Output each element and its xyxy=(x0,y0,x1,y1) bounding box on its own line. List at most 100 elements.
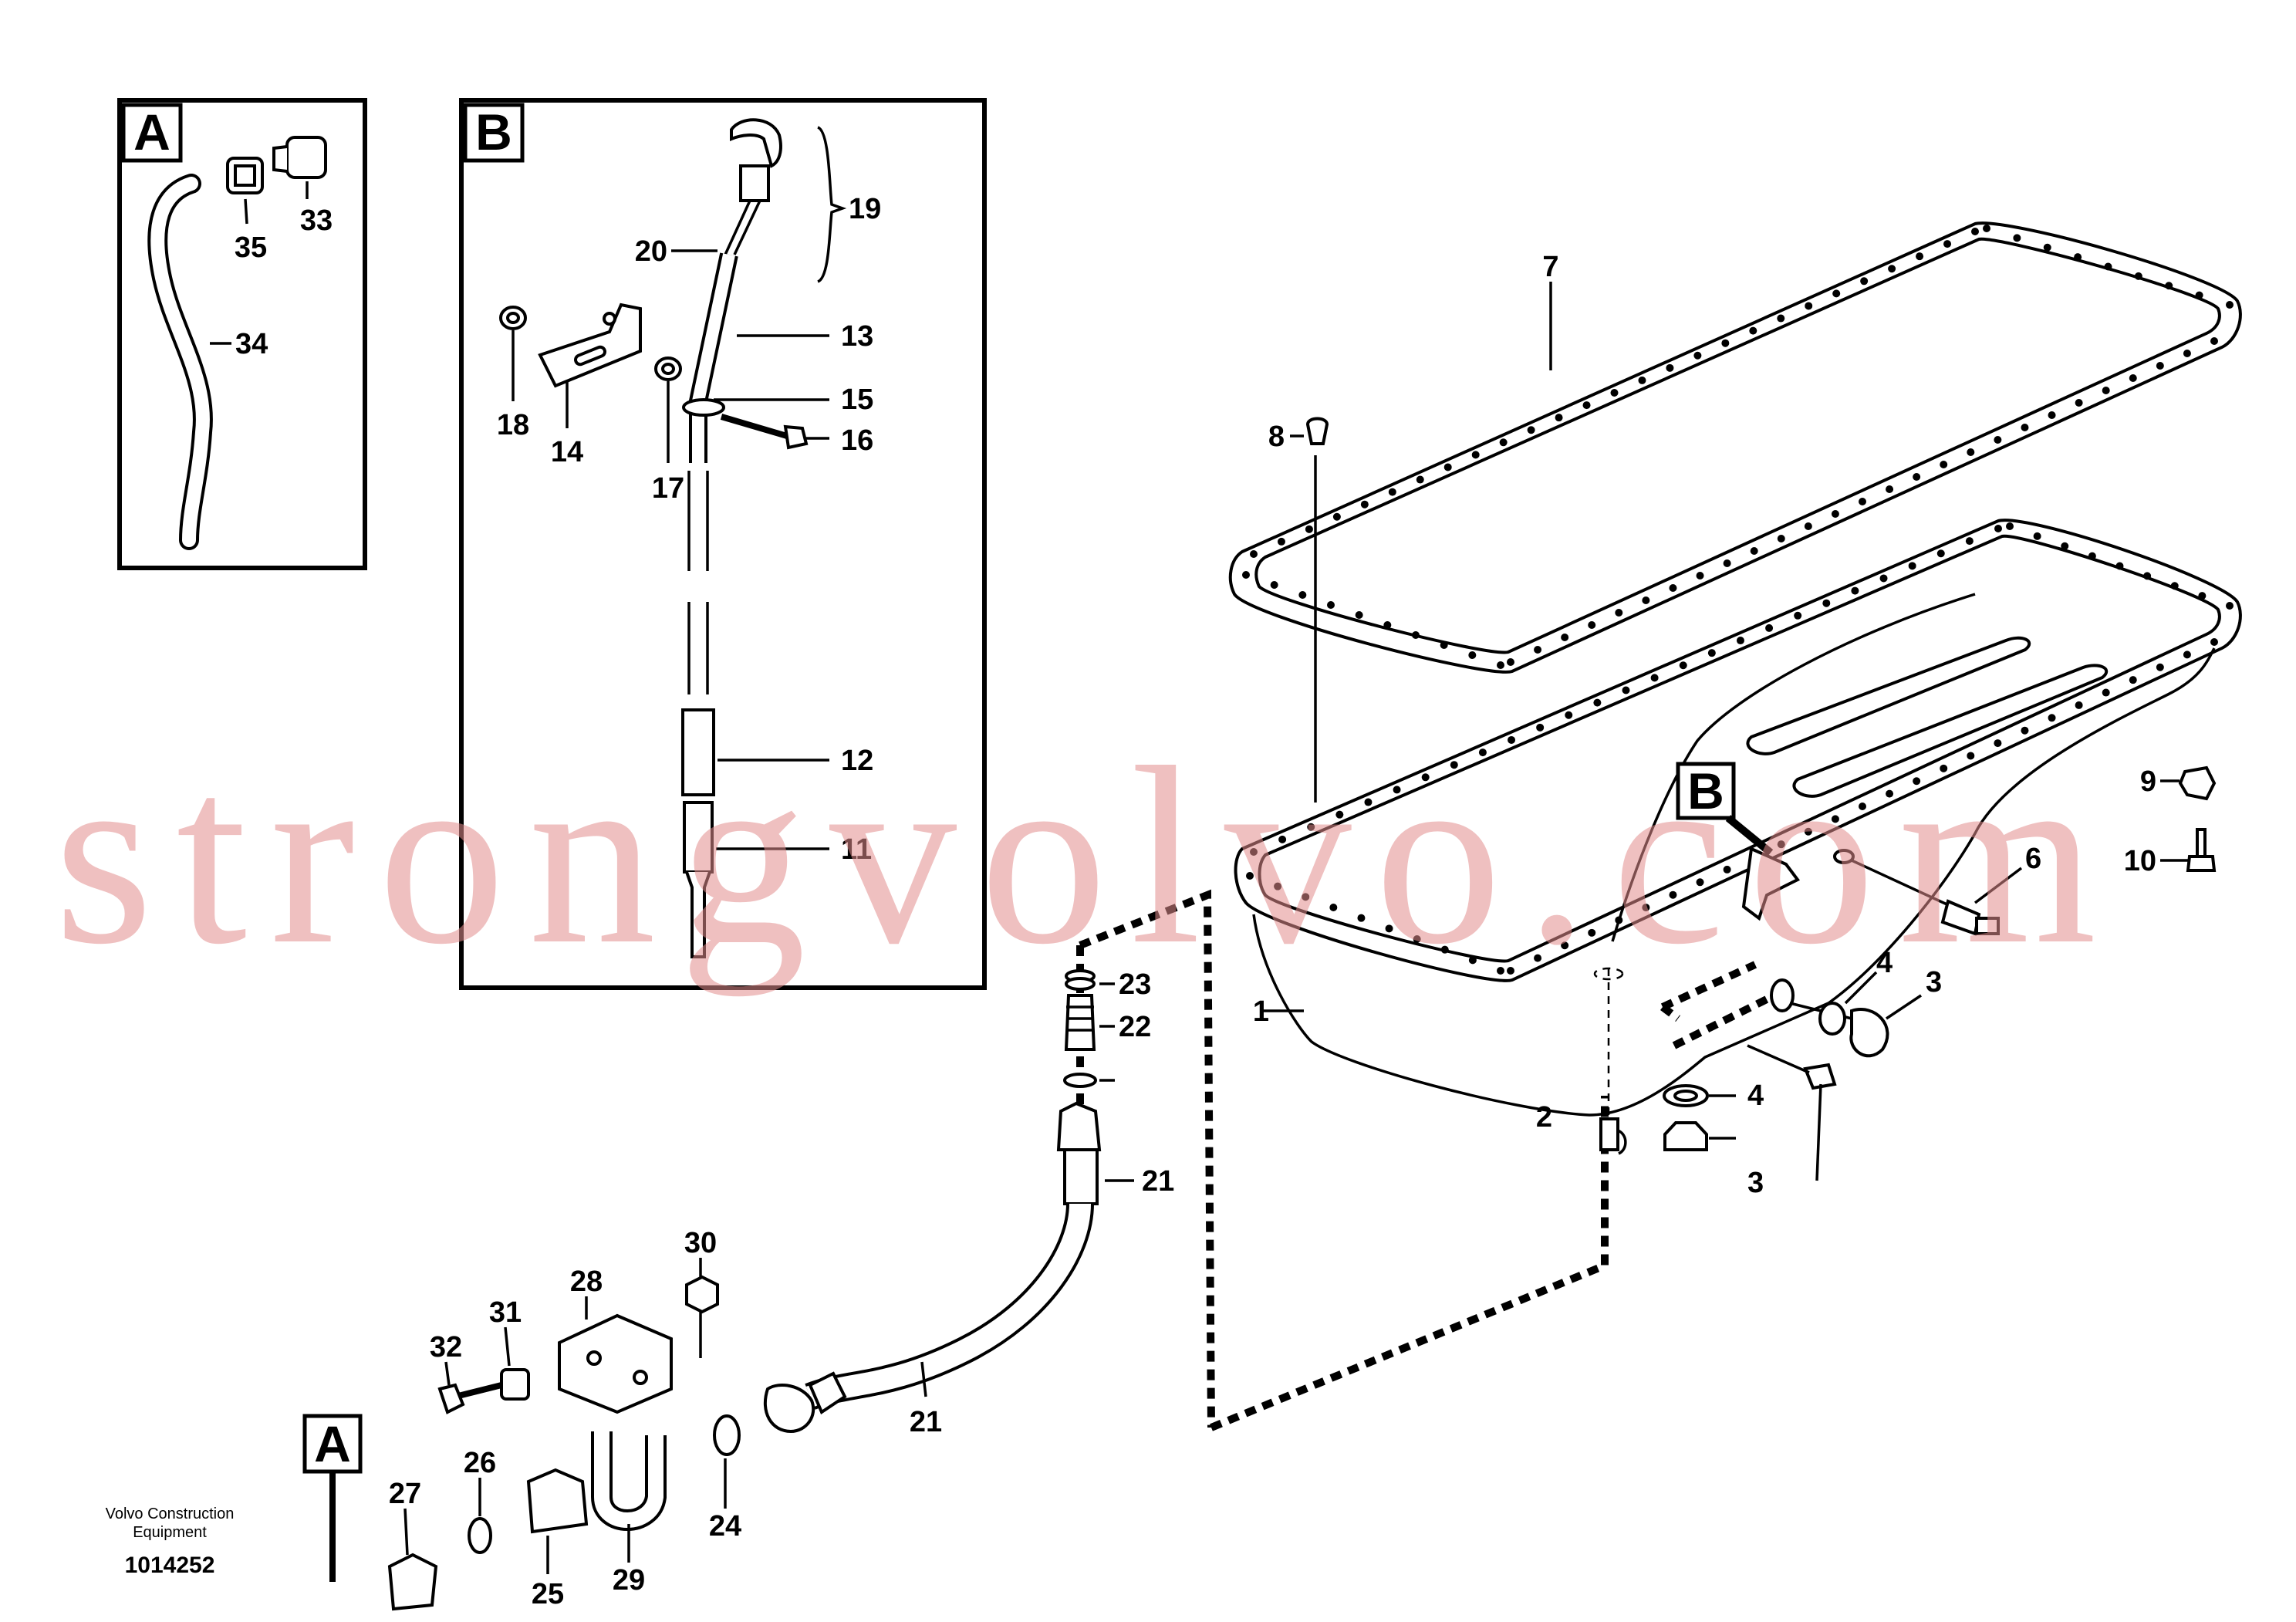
dashed-assembly-frame xyxy=(1079,889,1609,1431)
flange-hole xyxy=(1642,596,1650,604)
flange-hole xyxy=(1832,289,1841,298)
flange-hole xyxy=(1246,872,1254,880)
tube-11 xyxy=(683,801,714,874)
flange-hole xyxy=(1278,835,1287,843)
flange-hole xyxy=(1536,723,1545,732)
flange-hole xyxy=(1971,228,1979,235)
flange-hole xyxy=(1666,363,1674,372)
flange-hole xyxy=(1943,240,1952,248)
label-21-lower: 21 xyxy=(910,1406,942,1438)
flange-hole xyxy=(1696,878,1704,887)
flange-hole xyxy=(1859,803,1866,810)
label-20: 20 xyxy=(635,235,667,268)
brand-line-1: Volvo Construction xyxy=(105,1505,235,1522)
bracket-14 xyxy=(538,302,642,388)
label-13: 13 xyxy=(841,320,873,353)
flange-hole xyxy=(1582,401,1591,410)
flange-hole xyxy=(2210,337,2218,345)
flange-hole xyxy=(1916,252,1924,261)
flange-hole xyxy=(2021,726,2029,735)
label-26: 26 xyxy=(464,1447,496,1479)
flange-hole xyxy=(1886,789,1894,798)
callout-a-bottom: A xyxy=(314,1415,351,1472)
flange-hole xyxy=(1593,698,1602,707)
flange-hole xyxy=(2156,663,2164,671)
flange-hole xyxy=(1804,522,1812,530)
union-25 xyxy=(526,1468,589,1534)
flange-hole xyxy=(2198,592,2207,600)
flange-hole xyxy=(1588,621,1596,629)
drain-cap-27 xyxy=(387,1553,438,1611)
dipstick-mount xyxy=(1741,846,1801,921)
flange-hole xyxy=(1622,686,1630,694)
label-17: 17 xyxy=(652,472,684,505)
flange-hole xyxy=(1804,827,1812,836)
flange-hole xyxy=(1412,631,1420,639)
flange-hole xyxy=(1967,448,1975,456)
label-22: 22 xyxy=(1119,1011,1151,1043)
tube-12 xyxy=(681,708,715,796)
label-4-upper: 4 xyxy=(1876,947,1893,979)
flange-hole xyxy=(2115,562,2124,570)
flange-hole xyxy=(1765,623,1774,632)
oring-26 xyxy=(468,1517,492,1554)
flange-hole xyxy=(1497,967,1504,975)
flange-hole xyxy=(2129,676,2137,684)
oring-24 xyxy=(713,1414,741,1456)
flange-hole xyxy=(1831,510,1839,518)
label-8: 8 xyxy=(1268,421,1285,453)
flange-hole xyxy=(1650,674,1659,682)
label-15: 15 xyxy=(841,384,873,416)
flange-hole xyxy=(2226,301,2234,309)
plug-3-lower xyxy=(1663,1121,1708,1151)
flange-hole xyxy=(1302,893,1310,901)
flange-hole xyxy=(2165,282,2173,290)
flange-hole xyxy=(1250,550,1258,558)
flange-hole xyxy=(1393,786,1401,794)
flange-hole xyxy=(1360,500,1369,509)
flange-hole xyxy=(1615,916,1623,924)
flange-hole xyxy=(1274,882,1282,890)
flange-hole xyxy=(1588,928,1596,937)
flange-hole xyxy=(1723,559,1731,567)
flange-hole xyxy=(1669,890,1677,899)
flange-hole xyxy=(1638,376,1646,384)
flange-hole xyxy=(1388,488,1396,496)
nut-9 xyxy=(2178,765,2217,801)
detail-box-a: A xyxy=(117,98,367,570)
flange-hole xyxy=(2195,291,2203,299)
label-4-lower: 4 xyxy=(1747,1080,1764,1112)
flange-hole xyxy=(1561,941,1569,950)
flange-hole xyxy=(2075,399,2083,407)
label-6: 6 xyxy=(2025,843,2041,875)
flange-hole xyxy=(1967,752,1975,760)
flange-hole xyxy=(2043,243,2051,252)
flange-hole xyxy=(1886,485,1894,493)
detail-box-b-letter: B xyxy=(475,103,512,161)
clip-15 xyxy=(682,398,725,417)
label-9: 9 xyxy=(2140,765,2156,798)
detail-box-a-letter: A xyxy=(133,103,171,161)
flange-hole xyxy=(1499,438,1508,447)
flange-hole xyxy=(1534,954,1542,962)
flange-hole xyxy=(1450,761,1458,769)
flange-hole xyxy=(1983,225,1990,232)
flange-hole xyxy=(1357,914,1366,922)
drain-valve-2 xyxy=(1599,1117,1619,1151)
flange-hole xyxy=(1879,574,1888,583)
screw-16 xyxy=(783,424,809,450)
flange-hole xyxy=(2048,411,2056,419)
spacer-31 xyxy=(500,1368,530,1401)
flange-hole xyxy=(1679,661,1687,670)
nut-21-lower xyxy=(763,1384,815,1434)
flange-hole xyxy=(2033,532,2041,540)
flange-hole xyxy=(1777,840,1785,849)
flange-hole xyxy=(1749,326,1757,335)
flange-hole xyxy=(2074,253,2082,262)
label-27: 27 xyxy=(389,1478,421,1510)
callout-b-on-pan: B xyxy=(1687,762,1724,819)
flange-hole xyxy=(1385,924,1393,933)
flange-hole xyxy=(1913,473,1921,481)
flange-hole xyxy=(2102,387,2110,394)
flange-hole xyxy=(2226,602,2234,610)
